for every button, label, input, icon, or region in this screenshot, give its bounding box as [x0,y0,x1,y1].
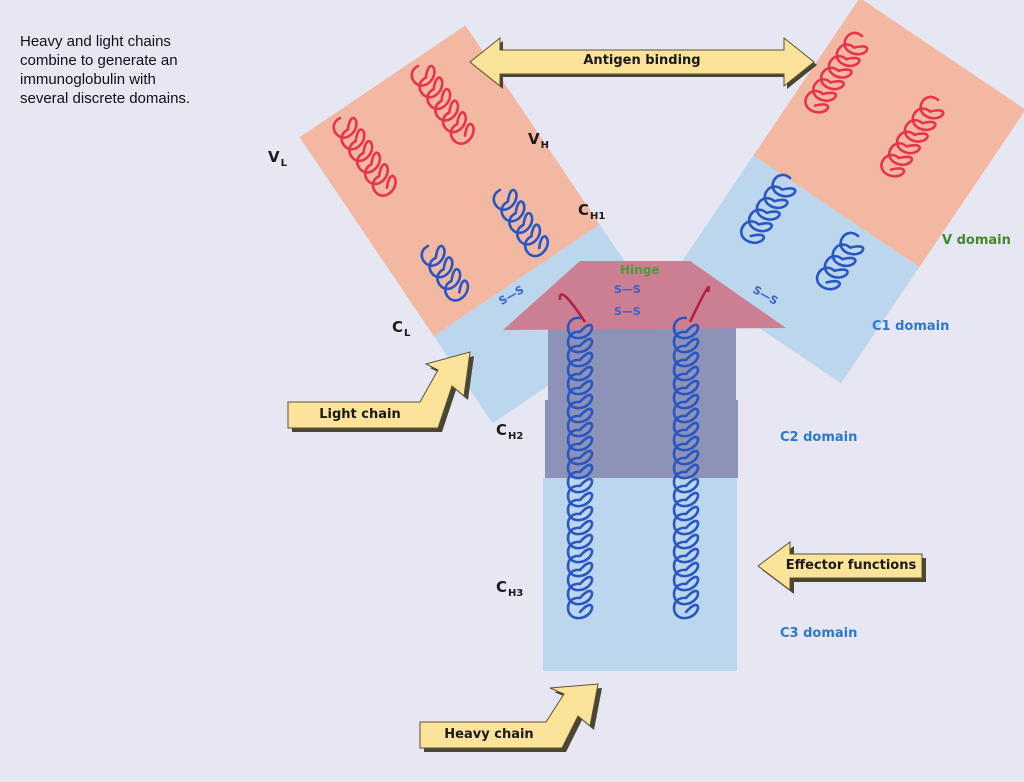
right-ch1-helix [740,173,797,244]
helices [332,31,945,620]
left-vh-helix [410,64,475,145]
light-chain-arrow [287,351,474,432]
c2-domain-label: C2 domain [780,430,858,445]
right-cl-helix [816,231,865,291]
stem-c2-region [545,400,738,478]
hinge-disulfide-bottom: S—S [614,305,641,318]
effector-functions-label: Effector functions [785,558,917,573]
stem-right-heavy-helix [672,316,700,620]
hinge-label: Hinge [620,263,660,277]
stem-left-heavy-helix [566,316,594,620]
heavy-chain-arrow [419,683,602,752]
ch1-label: CH1 [578,201,606,222]
left-vl-helix [332,116,397,197]
right-c1-region [675,155,920,384]
c3-domain-label: C3 domain [780,626,858,641]
vh-label: VH [528,130,549,151]
ch3-label: CH3 [496,578,524,599]
hinge-region [503,261,786,330]
cl-label: CL [392,318,411,339]
antigen-binding-arrow [469,36,817,89]
c1-domain-label: C1 domain [872,319,950,334]
right-vl-helix [880,95,945,178]
heavy-chain-label: Heavy chain [444,727,534,742]
hinge-disulfide-top: S—S [614,283,641,296]
vl-label: VL [268,148,287,169]
light-chain-label: Light chain [319,407,401,422]
left-cl-helix [420,244,470,302]
ch2-label: CH2 [496,421,524,442]
left-ch1-helix [492,188,549,258]
effector-functions-arrow [757,541,926,594]
right-v-region [753,0,1024,268]
antigen-binding-label: Antigen binding [583,53,701,68]
right-vh-helix [804,31,869,114]
left-hinge-connector [558,293,587,323]
right-hinge-connector [688,285,711,323]
diagram-caption: Heavy and light chains combine to genera… [20,33,191,107]
left-v-region [299,25,600,337]
v-domain-label: V domain [942,233,1011,248]
